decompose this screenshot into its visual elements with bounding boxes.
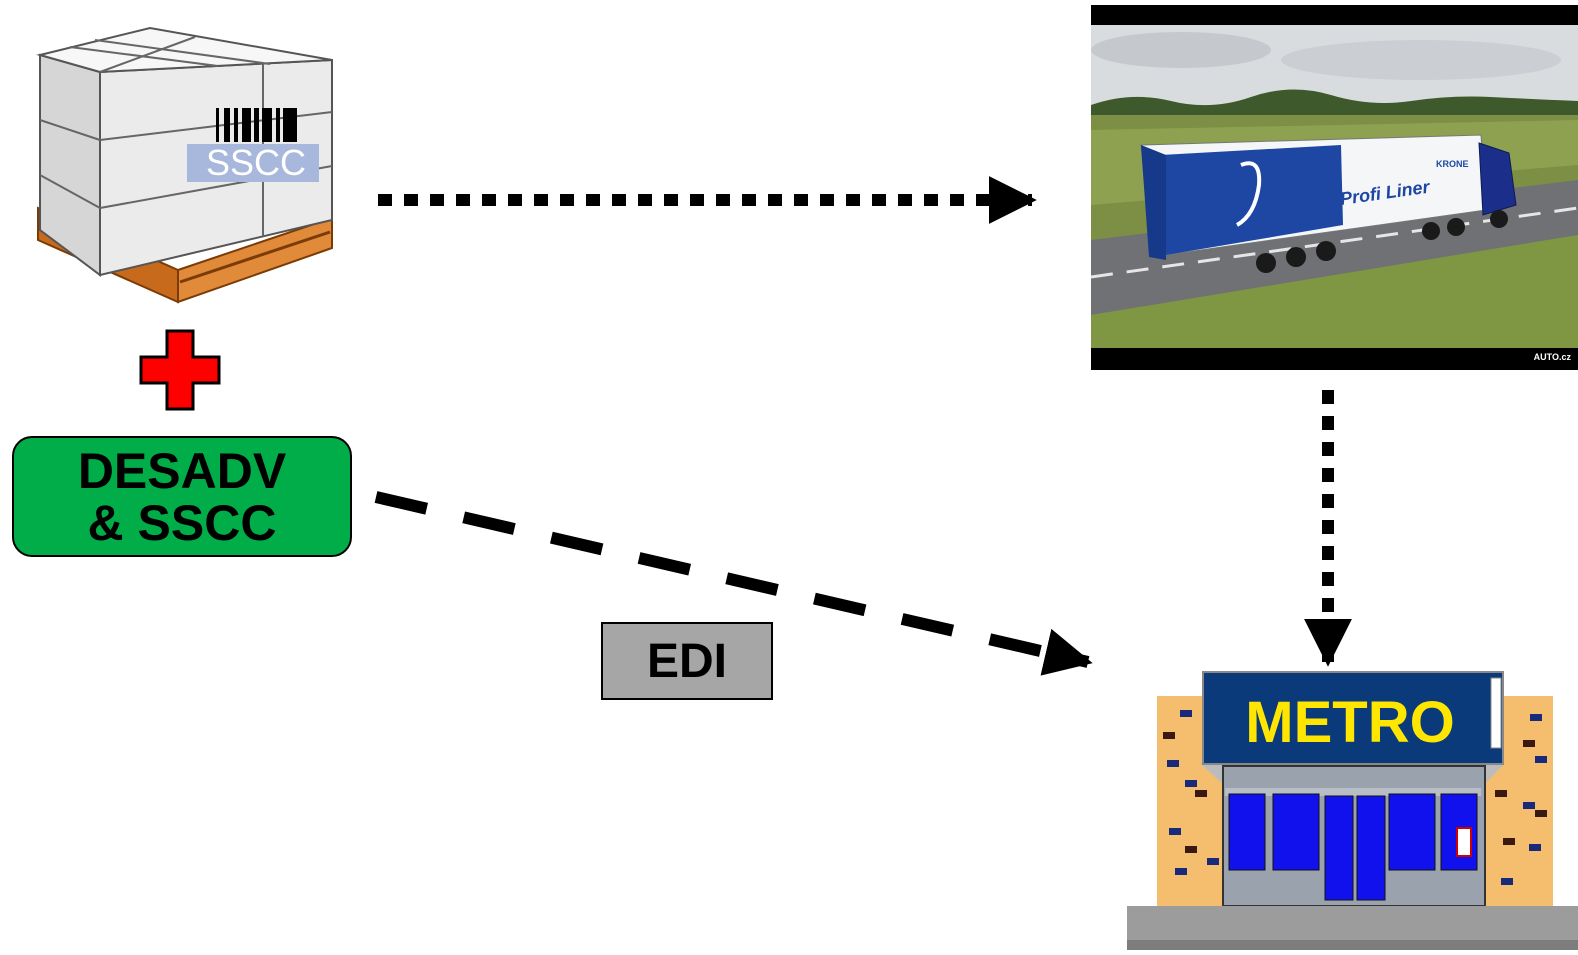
plus-icon — [139, 329, 221, 411]
sscc-label: SSCC — [206, 142, 306, 183]
desadv-message-box: DESADV & SSCC — [12, 436, 352, 557]
edi-message-arrow — [374, 491, 1093, 676]
trailer-brand: KRONE — [1436, 159, 1469, 169]
desadv-line2: & SSCC — [87, 494, 277, 551]
store-sign: METRO — [1245, 690, 1454, 755]
desadv-line1: DESADV — [77, 442, 287, 499]
edi-label: EDI — [646, 634, 727, 688]
photo-watermark: AUTO.cz — [1534, 352, 1572, 362]
truck-photo: Profi Liner KRONE AUTO.cz — [1091, 5, 1578, 370]
barcode-icon — [216, 108, 297, 142]
metro-store-illustration: METRO — [1127, 671, 1578, 950]
pallet-illustration: SSCC — [36, 26, 333, 304]
edi-box: EDI — [601, 622, 773, 700]
